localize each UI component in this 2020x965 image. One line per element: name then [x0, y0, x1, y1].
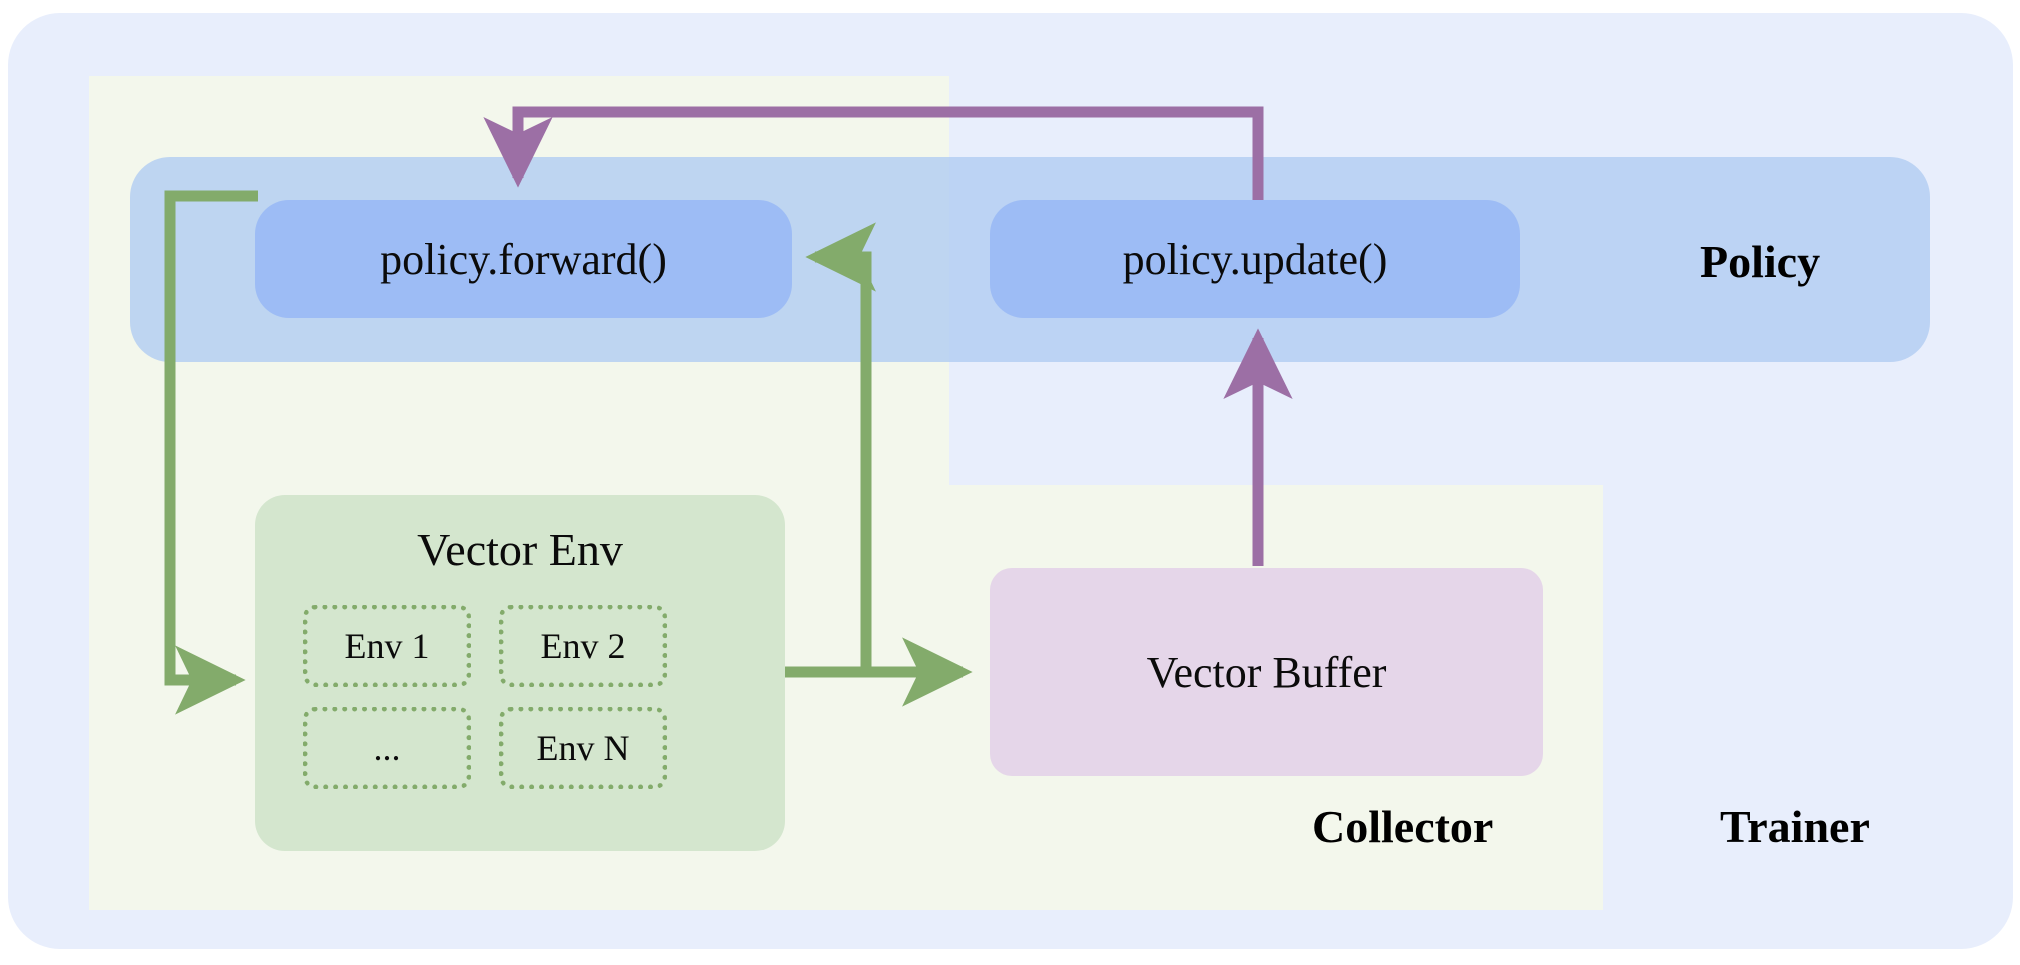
node-policy-forward-label: policy.forward(): [380, 234, 667, 284]
env-cell-n[interactable]: Env N: [499, 707, 667, 789]
node-policy-update[interactable]: policy.update(): [990, 200, 1520, 318]
node-policy-forward[interactable]: policy.forward(): [255, 200, 792, 318]
env-grid: Env 1 Env 2 ... Env N: [303, 605, 739, 789]
env-cell-ellipsis-label: ...: [373, 728, 401, 768]
env-cell-ellipsis[interactable]: ...: [303, 707, 471, 789]
region-label-trainer: Trainer: [1720, 801, 1870, 852]
env-cell-1[interactable]: Env 1: [303, 605, 471, 687]
env-cell-2[interactable]: Env 2: [499, 605, 667, 687]
node-vector-buffer[interactable]: Vector Buffer: [990, 568, 1543, 776]
region-label-collector: Collector: [1312, 801, 1494, 852]
node-policy-update-label: policy.update(): [1122, 234, 1388, 284]
region-label-policy: Policy: [1700, 236, 1821, 287]
node-vector-buffer-label: Vector Buffer: [1146, 647, 1387, 697]
env-cell-2-label: Env 2: [540, 626, 626, 666]
env-cell-1-label: Env 1: [344, 626, 430, 666]
node-vector-env[interactable]: Vector Env Env 1 Env 2 ... Env N: [255, 495, 785, 851]
node-vector-env-label: Vector Env: [417, 524, 623, 575]
env-cell-n-label: Env N: [536, 728, 630, 768]
